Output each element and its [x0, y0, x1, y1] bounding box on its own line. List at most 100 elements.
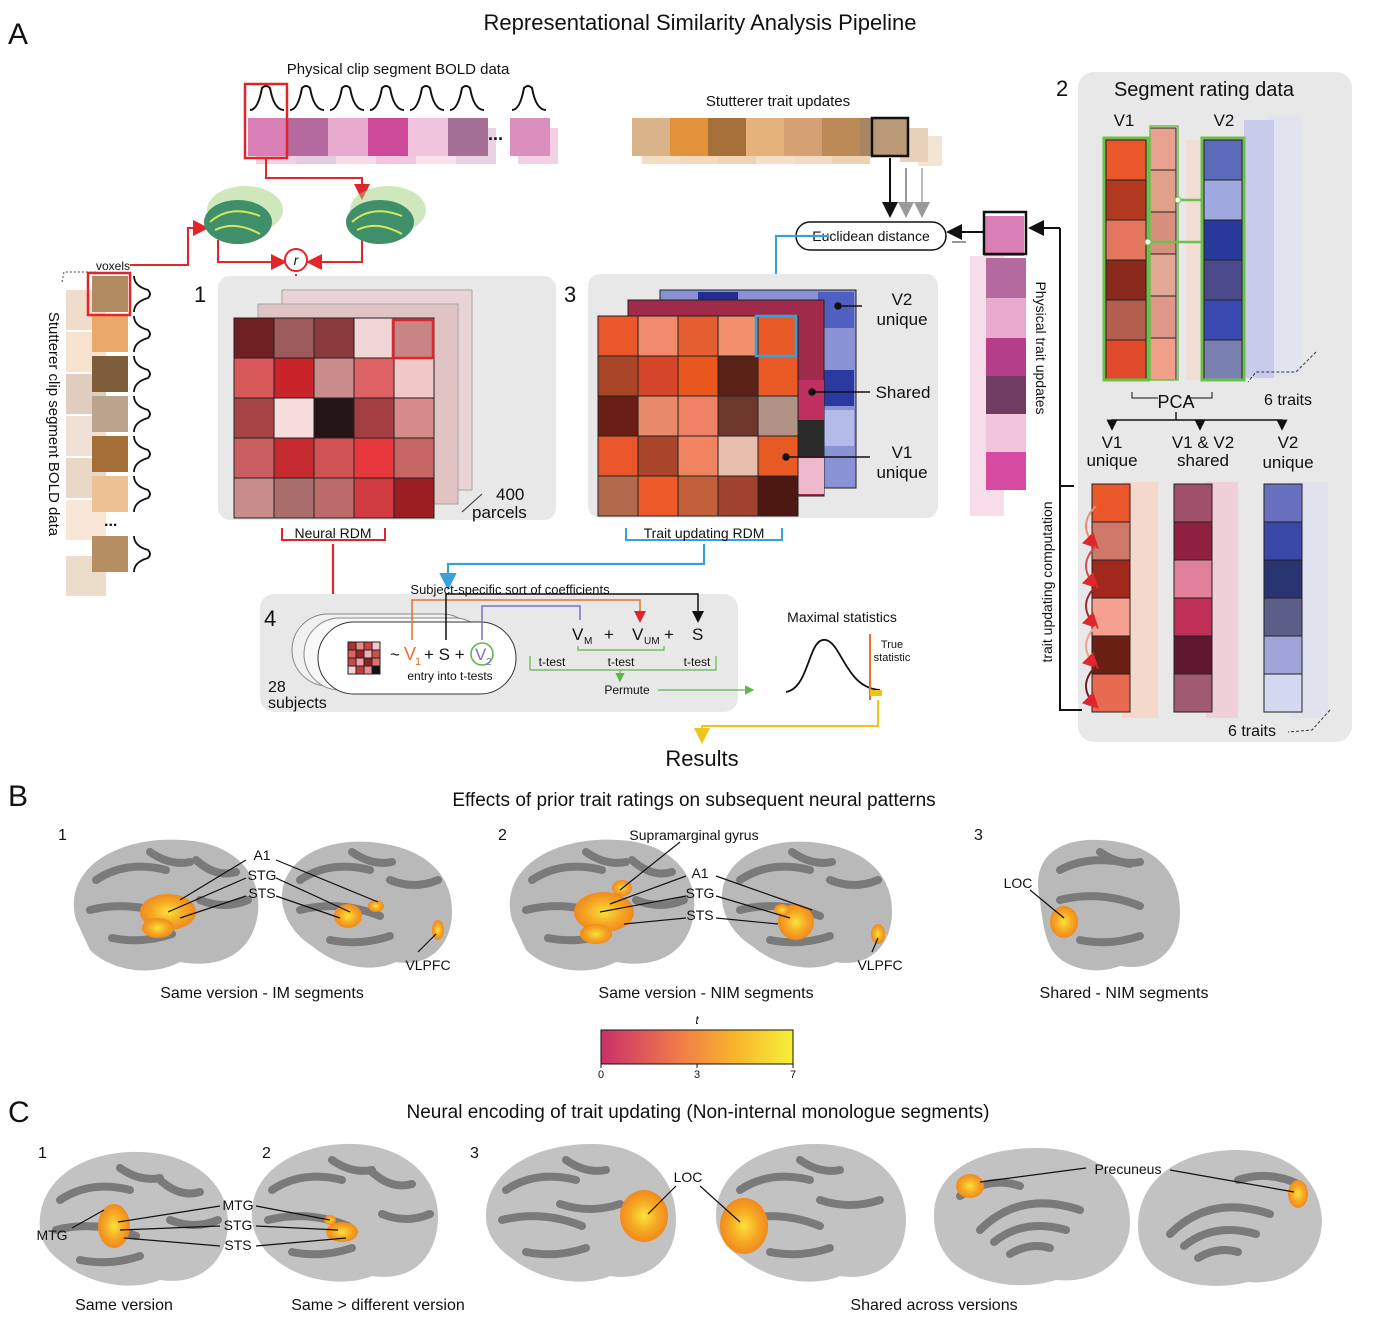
- component-shared-column: [1173, 483, 1213, 713]
- coefficient-sort-arrows: [411, 593, 704, 640]
- b1-label-a1: A1: [253, 847, 270, 863]
- b2-annotation-leaders: [599, 841, 879, 953]
- stutterer-bold-highlight: [86, 271, 132, 317]
- coef-vm: V: [572, 625, 584, 644]
- component-v1-cell: [1091, 521, 1131, 561]
- pca-label: PCA: [1157, 392, 1194, 412]
- stutterer-bold-label: Stutterer clip segment BOLD data: [45, 312, 62, 537]
- neural-rdm-cell: [393, 317, 435, 359]
- trait-rdm-cell: [717, 435, 759, 477]
- rating-v1b-cell: [1149, 295, 1177, 339]
- b1-label-vlpfc: VLPFC: [405, 957, 450, 973]
- trait-rdm-cell: [637, 355, 679, 397]
- c3-label-precuneus: Precuneus: [1095, 1161, 1162, 1177]
- brain-c3-lateral-right: [716, 1144, 906, 1282]
- v1-column-label: V1: [1114, 111, 1135, 130]
- trait-rdm-highlight: [754, 314, 798, 358]
- step-3-number: 3: [564, 282, 576, 307]
- neural-rdm-cell: [273, 357, 315, 399]
- neural-rdm-cell: [273, 437, 315, 479]
- neural-rdm-cell: [313, 357, 355, 399]
- neural-rdm-cell: [233, 357, 275, 399]
- coef-vm-subscript: M: [584, 636, 592, 647]
- stutterer-to-distance-arrows: [882, 158, 930, 218]
- neural-rdm-cell: [313, 397, 355, 439]
- coef-plus-2: +: [664, 625, 674, 644]
- brain-b2-right: [721, 841, 892, 968]
- b3-label-loc: LOC: [1004, 875, 1033, 891]
- neural-rdm-cell: [393, 397, 435, 439]
- trait-rdm-cell: [597, 315, 639, 357]
- step-2-number: 2: [1056, 76, 1068, 101]
- component-v1-cell: [1091, 635, 1131, 675]
- rating-v1b-cell: [1149, 253, 1177, 297]
- model-v1: V: [404, 644, 416, 664]
- model-v1-subscript: 1: [415, 656, 421, 668]
- trait-rdm-cell: [597, 475, 639, 517]
- trait-rdm-cell: [757, 315, 799, 357]
- neural-rdm-bracket: [281, 528, 386, 541]
- b2-label-sts: STS: [686, 907, 713, 923]
- neural-rdm-cell: [313, 317, 355, 359]
- brain-b3-right: [1038, 839, 1180, 971]
- brain-b1-left: [73, 839, 259, 971]
- neural-rdm-cell: [233, 317, 275, 359]
- rating-v1b-cell: [1149, 127, 1177, 171]
- b1-label-sts: STS: [248, 885, 275, 901]
- v2-unique-line1: V2: [892, 290, 913, 309]
- rating-v2-cell: [1203, 259, 1243, 301]
- neural-rdm-cell: [393, 477, 435, 519]
- rating-v1-cell: [1105, 259, 1147, 301]
- parcels-number: 400: [496, 485, 524, 504]
- mini-rdm-cell: [347, 641, 357, 651]
- model-plus-s: + S +: [424, 645, 465, 664]
- neural-rdm-cell: [393, 357, 435, 399]
- mini-rdm-cell: [363, 657, 373, 667]
- c-label-sts: STS: [224, 1237, 251, 1253]
- trait-rdm-cell: [597, 435, 639, 477]
- panel-b-title: Effects of prior trait ratings on subseq…: [452, 790, 935, 811]
- component-shared-cell: [1173, 673, 1213, 713]
- rating-v1b-cell: [1149, 169, 1177, 213]
- mini-rdm-cell: [347, 657, 357, 667]
- neural-rdm-highlight: [391, 318, 435, 360]
- neural-rdm-cell: [353, 477, 395, 519]
- brain-c1-left: [39, 1151, 229, 1286]
- component-v1-column: [1091, 483, 1131, 713]
- stutterer-bold-waveforms: [133, 275, 151, 573]
- c-label-stg: STG: [224, 1217, 253, 1233]
- b2-caption: Same version - NIM segments: [598, 985, 813, 1002]
- stutterer-trait-highlight: [870, 116, 910, 158]
- true-statistic-line1: True: [881, 639, 903, 651]
- panel-b-sub-2: 2: [498, 827, 507, 844]
- neural-rdm-cell: [273, 477, 315, 519]
- ttest-label-2: t-test: [608, 655, 635, 669]
- brain-parcel-right: [346, 186, 426, 244]
- b2-label-stg: STG: [686, 885, 715, 901]
- model-tilde: ~: [390, 645, 400, 664]
- c1-annotation-leaders: [71, 1205, 221, 1247]
- panel-b-letter: B: [8, 780, 28, 813]
- neural-rdm-label: Neural RDM: [294, 525, 371, 541]
- b2-label-smg: Supramarginal gyrus: [629, 827, 758, 843]
- neural-rdm-cell: [273, 397, 315, 439]
- stutterer-trait-label: Stutterer trait updates: [706, 93, 850, 110]
- step-1-number: 1: [194, 282, 206, 307]
- mini-rdm-cell: [363, 665, 373, 675]
- panel-b-sub-1: 1: [58, 827, 67, 844]
- six-traits-top: 6 traits: [1264, 392, 1312, 409]
- component-v2-cell: [1263, 673, 1303, 713]
- component-v2-line2: unique: [1262, 453, 1313, 472]
- rating-v1-cell: [1105, 339, 1147, 381]
- c1-caption: Same version: [75, 1297, 173, 1314]
- colorbar-tick-2: 7: [790, 1069, 796, 1081]
- mini-rdm-cell: [371, 665, 381, 675]
- entry-into-ttests-label: entry into t-tests: [407, 669, 492, 683]
- trait-rdm-cell: [637, 475, 679, 517]
- component-v1-cell: [1091, 483, 1131, 523]
- component-v2-cell: [1263, 635, 1303, 675]
- rating-v2-cell: [1203, 139, 1243, 181]
- brain-c3-lateral-left: [486, 1144, 676, 1282]
- model-v2: V: [475, 645, 487, 664]
- mini-rdm-cell: [363, 649, 373, 659]
